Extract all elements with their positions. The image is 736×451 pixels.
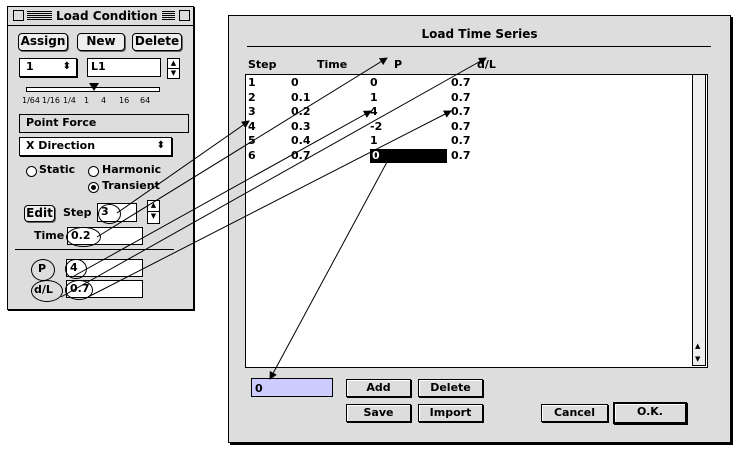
down-arrow-icon[interactable]: ▼ (170, 68, 177, 77)
table-cell-p[interactable]: 1 (370, 134, 378, 148)
p-label: P (38, 262, 47, 275)
tick-label: 1/16 (42, 96, 60, 105)
delete-row-button[interactable]: Delete (418, 379, 483, 397)
down-arrow-icon[interactable]: ▼ (150, 212, 157, 220)
tick-label: 64 (140, 96, 151, 105)
tick-label: 16 (119, 96, 130, 105)
step-label: Step (63, 206, 92, 219)
save-button[interactable]: Save (346, 404, 411, 422)
table-cell-dl[interactable]: 0.7 (451, 105, 471, 119)
tick-label: 1/4 (63, 96, 76, 105)
dialog-title: Load Time Series (421, 27, 538, 41)
delete-button[interactable]: Delete (132, 33, 182, 51)
table-cell-step[interactable]: 2 (248, 90, 256, 104)
up-arrow-icon[interactable]: ▲ (148, 201, 159, 212)
collapse-box-icon[interactable] (179, 10, 190, 21)
step-highlight-circle (98, 204, 121, 224)
p-arrow (73, 110, 372, 277)
condition-number: 1 (26, 60, 34, 73)
dl-value-highlight-circle (65, 280, 93, 300)
static-radio[interactable] (26, 166, 37, 177)
direction-popup[interactable]: X Direction ⬍ (19, 137, 172, 156)
scroll-up-icon[interactable]: ▲ (695, 342, 701, 350)
import-button[interactable]: Import (418, 404, 483, 422)
table-cell-p[interactable]: 1 (370, 90, 378, 104)
table-cell-p[interactable]: -2 (370, 119, 383, 133)
table-cell-p[interactable]: 4 (370, 105, 378, 119)
table-cell-time[interactable]: 0 (291, 76, 299, 89)
condition-number-popup[interactable]: 1 ⬍ (19, 58, 77, 77)
load-type-menu[interactable]: Point Force (19, 114, 189, 133)
table-cell-time[interactable]: 0.1 (291, 90, 311, 104)
harmonic-radio[interactable] (88, 166, 99, 177)
edit-arrow (269, 161, 388, 380)
time-label: Time (34, 229, 65, 242)
table-cell-time[interactable]: 0.4 (291, 134, 311, 148)
tick-label: 4 (101, 96, 107, 105)
tick-label: 1/64 (22, 96, 40, 105)
cell-edit-field[interactable]: 0 (251, 378, 333, 397)
time-highlight-circle (66, 227, 101, 247)
table-cell-step[interactable]: 4 (248, 119, 256, 133)
load-condition-palette: Load Condition Assign New Delete 1 ⬍ L1 … (7, 6, 194, 310)
assign-button[interactable]: Assign (18, 33, 68, 51)
series-table[interactable] (245, 74, 708, 368)
static-label[interactable]: Static (39, 163, 76, 176)
load-type-label: Point Force (26, 116, 97, 129)
add-button[interactable]: Add (346, 379, 411, 397)
vertical-scrollbar[interactable]: ▲ ▼ (692, 74, 706, 366)
column-header-p: P (394, 58, 403, 71)
slider-tick-labels: 1/64 1/16 1/4 1 4 16 64 (22, 96, 172, 106)
table-cell-dl[interactable]: 0.7 (451, 76, 471, 89)
ok-button[interactable]: O.K. (613, 402, 687, 424)
condition-name-field[interactable]: L1 (87, 58, 161, 77)
edit-button[interactable]: Edit (24, 205, 55, 222)
table-cell-step[interactable]: 3 (248, 105, 256, 119)
table-cell-dl[interactable]: 0.7 (451, 90, 471, 104)
table-cell-dl[interactable]: 0.7 (451, 119, 471, 133)
step-arrow (116, 120, 250, 214)
tick-label: 1 (84, 96, 90, 105)
scroll-down-icon[interactable]: ▼ (695, 355, 701, 363)
column-header-step: Step (248, 58, 277, 71)
condition-stepper[interactable]: ▲ ▼ (167, 58, 180, 79)
table-cell-step[interactable]: 1 (248, 76, 256, 89)
table-cell-p[interactable]: 0 (370, 149, 447, 163)
dl-value-arrow (87, 110, 452, 298)
dl-label: d/L (34, 283, 53, 296)
up-arrow-icon[interactable]: ▲ (168, 59, 179, 69)
close-box-icon[interactable] (13, 10, 24, 21)
table-cell-step[interactable]: 6 (248, 149, 256, 162)
transient-label[interactable]: Transient (102, 179, 160, 192)
slider-thumb-icon[interactable] (89, 83, 99, 91)
column-header-time: Time (317, 58, 348, 71)
palette-title: Load Condition (52, 9, 162, 23)
popup-arrow-icon: ⬍ (156, 140, 165, 151)
direction-label: X Direction (26, 139, 96, 152)
cancel-button[interactable]: Cancel (541, 404, 608, 422)
dl-highlight-circle (31, 280, 63, 302)
palette-title-bar[interactable]: Load Condition (8, 7, 193, 26)
transient-radio[interactable] (88, 182, 99, 193)
table-cell-dl[interactable]: 0.7 (451, 149, 471, 162)
title-rule (247, 46, 711, 47)
divider (15, 249, 174, 250)
table-cell-dl[interactable]: 0.7 (451, 134, 471, 148)
popup-arrow-icon: ⬍ (62, 61, 71, 72)
time-arrow (96, 57, 388, 238)
new-button[interactable]: New (77, 33, 125, 51)
dl-arrow (60, 57, 487, 298)
harmonic-label[interactable]: Harmonic (102, 163, 162, 176)
table-cell-time[interactable]: 0.3 (291, 119, 311, 133)
table-cell-p[interactable]: 0 (370, 76, 378, 89)
step-stepper[interactable]: ▲ ▼ (147, 200, 160, 224)
